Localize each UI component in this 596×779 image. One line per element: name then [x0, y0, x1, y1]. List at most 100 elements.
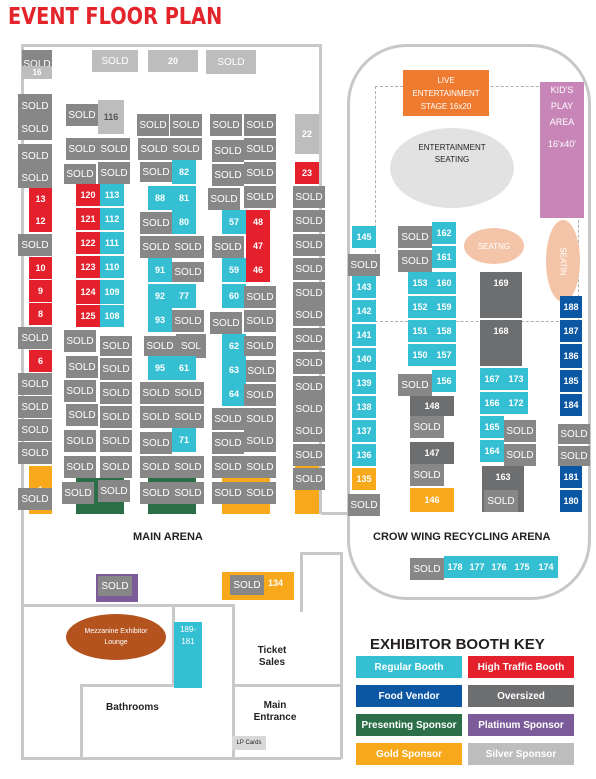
sold-booth[interactable]: SOL — [176, 334, 206, 358]
booth-185[interactable]: 185 — [560, 370, 582, 392]
booth-160[interactable]: 160 — [432, 272, 456, 294]
booth-143[interactable]: 143 — [352, 276, 376, 298]
sold-booth[interactable]: SOLD — [398, 226, 432, 248]
booth-138[interactable]: 138 — [352, 396, 376, 418]
sold-booth[interactable]: SOLD — [293, 398, 325, 420]
booth-146[interactable]: 146 — [410, 488, 454, 512]
sold-booth[interactable]: SOLD — [18, 442, 52, 464]
booth-174[interactable]: 174 — [534, 556, 558, 578]
sold-booth[interactable]: SOLD — [172, 382, 204, 404]
booth-164[interactable]: 164 — [480, 440, 504, 462]
booth-172[interactable]: 172 — [504, 392, 528, 414]
booth-122[interactable]: 122 — [76, 232, 100, 254]
sold-booth[interactable]: SOLD — [212, 408, 244, 430]
sold-booth[interactable]: SOLD — [98, 162, 130, 184]
booth-166[interactable]: 166 — [480, 392, 504, 414]
booth-71[interactable]: 71 — [172, 428, 196, 452]
booth-137[interactable]: 137 — [352, 420, 376, 442]
sold-booth[interactable]: SOLD — [18, 373, 52, 395]
sold-booth[interactable]: SOLD — [64, 330, 96, 352]
sold-booth[interactable]: SOLD — [293, 376, 325, 398]
booth-13[interactable]: 13 — [29, 188, 52, 210]
booth-125[interactable]: 125 — [76, 305, 100, 327]
booth-88[interactable]: 88 — [148, 186, 172, 210]
sold-booth[interactable]: SOLD — [293, 186, 325, 208]
booth-178[interactable]: 178 — [444, 556, 466, 578]
booth-176[interactable]: 176 — [488, 556, 510, 578]
sold-booth[interactable]: SOLD — [100, 382, 132, 404]
sold-booth[interactable]: SOLD — [212, 456, 244, 478]
booth-57[interactable]: 57 — [222, 210, 246, 234]
sold-booth[interactable]: SOLD — [18, 118, 52, 140]
sold-booth[interactable]: SOLD — [244, 310, 276, 332]
sold-booth[interactable]: SOLD — [244, 286, 276, 308]
sold-booth[interactable]: SOLD — [172, 482, 204, 504]
booth-123[interactable]: 123 — [76, 256, 100, 278]
sold-booth[interactable]: SOLD — [18, 419, 52, 441]
booth-150[interactable]: 150 — [408, 344, 432, 366]
booth-61[interactable]: 61 — [172, 356, 196, 380]
booth-77[interactable]: 77 — [172, 284, 196, 308]
booth-110[interactable]: 110 — [100, 256, 124, 278]
sold-booth[interactable]: SOLD — [293, 282, 325, 304]
sold-booth[interactable]: SOLD — [18, 327, 52, 349]
sold-booth[interactable]: SOLD — [172, 236, 204, 258]
sold-booth[interactable]: SOLD — [348, 254, 380, 276]
sold-booth[interactable]: SOLD — [64, 430, 96, 452]
sold-booth[interactable]: SOLD — [140, 162, 172, 182]
booth-135[interactable]: 135 — [352, 468, 376, 490]
booth-116[interactable]: 116 — [98, 100, 124, 134]
booth-46[interactable]: 46 — [246, 258, 270, 282]
booth-140[interactable]: 140 — [352, 348, 376, 370]
sold-booth[interactable]: SOLD — [64, 456, 96, 478]
booth-59[interactable]: 59 — [222, 258, 246, 282]
sold-booth[interactable]: SOLD — [398, 250, 432, 272]
booth-156[interactable]: 156 — [432, 370, 456, 392]
booth-181[interactable]: 181 — [560, 466, 582, 488]
booth-151[interactable]: 151 — [408, 320, 432, 342]
sold-booth[interactable]: SOLD — [140, 212, 172, 234]
booth-9[interactable]: 9 — [29, 280, 52, 302]
sold-booth[interactable]: SOLD — [140, 236, 172, 258]
sold-booth[interactable]: SOLD — [172, 406, 204, 428]
sold-booth[interactable]: SOLD — [293, 468, 325, 490]
sold-booth[interactable]: SOLD — [293, 352, 325, 374]
sold-booth[interactable]: SOLD — [410, 416, 444, 438]
sold-booth[interactable]: SOLD — [98, 480, 130, 502]
booth-64[interactable]: 64 — [222, 382, 246, 406]
sold-booth[interactable]: SOLD — [212, 432, 244, 454]
sold-booth[interactable]: SOLD — [244, 186, 276, 208]
sold-booth[interactable]: SOLD — [100, 430, 132, 452]
booth-120[interactable]: 120 — [76, 184, 100, 206]
sold-booth[interactable]: SOLD — [18, 94, 52, 118]
sold-booth[interactable]: SOLD — [170, 114, 202, 136]
sold-booth[interactable]: SOLD — [172, 310, 204, 332]
booth-8[interactable]: 8 — [29, 303, 52, 325]
sold-booth[interactable]: SOLD — [206, 50, 256, 74]
sold-booth[interactable]: SOLD — [18, 168, 52, 188]
sold-booth[interactable]: SOLD — [66, 138, 98, 160]
booth-153[interactable]: 153 — [408, 272, 432, 294]
sold-booth[interactable]: SOLD — [348, 494, 380, 516]
sold-booth[interactable]: SOLD — [18, 396, 52, 418]
sold-booth[interactable]: SOLD — [410, 464, 444, 486]
booth-175[interactable]: 175 — [510, 556, 534, 578]
booth-167[interactable]: 167 — [480, 368, 504, 390]
booth-93[interactable]: 93 — [148, 308, 172, 332]
sold-booth[interactable]: SOLD — [172, 262, 204, 282]
booth-141[interactable]: 141 — [352, 324, 376, 346]
booth-95[interactable]: 95 — [148, 356, 172, 380]
sold-booth[interactable]: SOLD — [558, 424, 590, 444]
booth-184[interactable]: 184 — [560, 394, 582, 416]
booth-157[interactable]: 157 — [432, 344, 456, 366]
sold-booth[interactable]: SOLD — [293, 258, 325, 280]
booth-142[interactable]: 142 — [352, 300, 376, 322]
booth-139[interactable]: 139 — [352, 372, 376, 394]
sold-booth[interactable]: SOLD — [212, 140, 244, 162]
sold-booth[interactable]: SOLD — [504, 444, 536, 466]
booth-63[interactable]: 63 — [222, 358, 246, 382]
sold-booth[interactable]: SOLD — [66, 104, 98, 126]
booth-6[interactable]: 6 — [29, 350, 52, 372]
sold-booth[interactable]: SOLD — [64, 380, 96, 402]
sold-booth[interactable]: SOLD — [244, 482, 276, 504]
